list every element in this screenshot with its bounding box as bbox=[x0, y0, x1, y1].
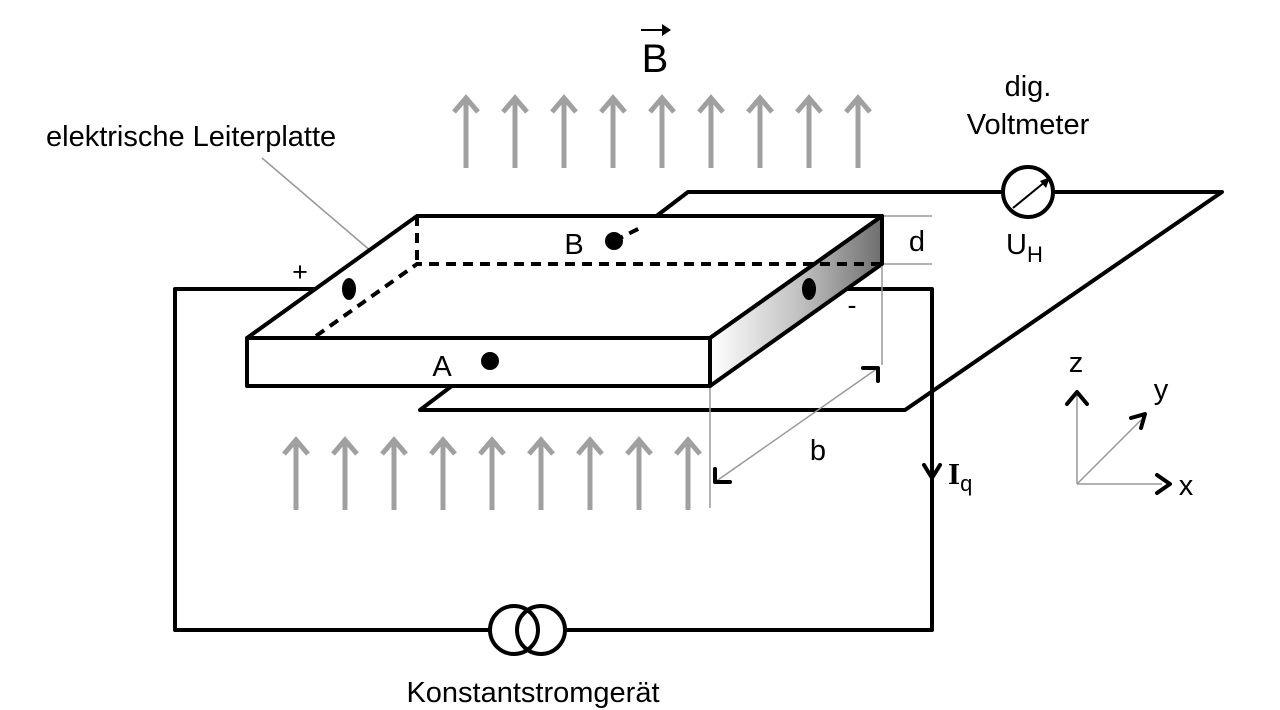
current-direction-arrow-icon bbox=[922, 463, 942, 480]
voltmeter-label-line1: dig. bbox=[1005, 71, 1052, 103]
source-label: Konstantstromgerät bbox=[406, 677, 659, 709]
up-arrow-icon bbox=[331, 436, 359, 510]
plus-label: + bbox=[292, 257, 308, 287]
x-axis-arrow-icon bbox=[1155, 473, 1172, 495]
axis-z-label: z bbox=[1069, 347, 1084, 379]
voltmeter-icon bbox=[1001, 165, 1055, 219]
field-symbol-label: B bbox=[642, 37, 669, 81]
minus-contact bbox=[802, 278, 816, 300]
contact-a-dot bbox=[481, 352, 499, 370]
minus-label: - bbox=[848, 290, 857, 320]
z-axis-arrow-icon bbox=[1065, 390, 1089, 406]
up-arrow-icon bbox=[527, 436, 555, 510]
vector-arrow-icon bbox=[641, 24, 671, 36]
hall-voltage-label: UH bbox=[1006, 229, 1043, 267]
current-label: Iq bbox=[948, 456, 972, 496]
up-arrow-icon bbox=[452, 94, 480, 168]
up-arrow-icon bbox=[697, 94, 725, 168]
field-arrows-bottom bbox=[282, 436, 702, 510]
up-arrow-icon bbox=[674, 436, 702, 510]
plate-front-face bbox=[245, 336, 712, 388]
conducting-plate bbox=[245, 214, 884, 388]
up-arrow-icon bbox=[429, 436, 457, 510]
axis-x-label: x bbox=[1179, 470, 1194, 502]
up-arrow-icon bbox=[501, 94, 529, 168]
up-arrow-icon bbox=[625, 436, 653, 510]
thickness-dimension bbox=[884, 215, 932, 265]
current-circuit bbox=[173, 287, 942, 656]
axis-y-label: y bbox=[1154, 374, 1169, 406]
plate-label: elektrische Leiterplatte bbox=[46, 121, 336, 153]
y-axis-arrow-icon bbox=[1129, 412, 1147, 430]
up-arrow-icon bbox=[576, 436, 604, 510]
up-arrow-icon bbox=[795, 94, 823, 168]
thickness-label: d bbox=[909, 226, 925, 258]
up-arrow-icon bbox=[550, 94, 578, 168]
up-arrow-icon bbox=[746, 94, 774, 168]
plate-side-face bbox=[708, 214, 884, 388]
voltmeter-label-line2: Voltmeter bbox=[967, 109, 1090, 141]
up-arrow-icon bbox=[648, 94, 676, 168]
contact-a-label: A bbox=[432, 351, 452, 383]
contact-b-label: B bbox=[564, 229, 583, 261]
plate-hidden-edges bbox=[314, 262, 882, 338]
current-source-icon bbox=[488, 604, 567, 656]
plate-leader-line bbox=[261, 157, 373, 253]
width-dimension bbox=[709, 266, 883, 508]
up-arrow-icon bbox=[380, 436, 408, 510]
up-arrow-icon bbox=[282, 436, 310, 510]
up-arrow-icon bbox=[478, 436, 506, 510]
coordinate-axes bbox=[1065, 390, 1172, 495]
up-arrow-icon bbox=[844, 94, 872, 168]
field-arrows-top bbox=[452, 94, 872, 168]
contact-b-dot bbox=[605, 232, 623, 250]
plus-contact bbox=[342, 278, 356, 300]
up-arrow-icon bbox=[599, 94, 627, 168]
width-label: b bbox=[810, 435, 826, 467]
